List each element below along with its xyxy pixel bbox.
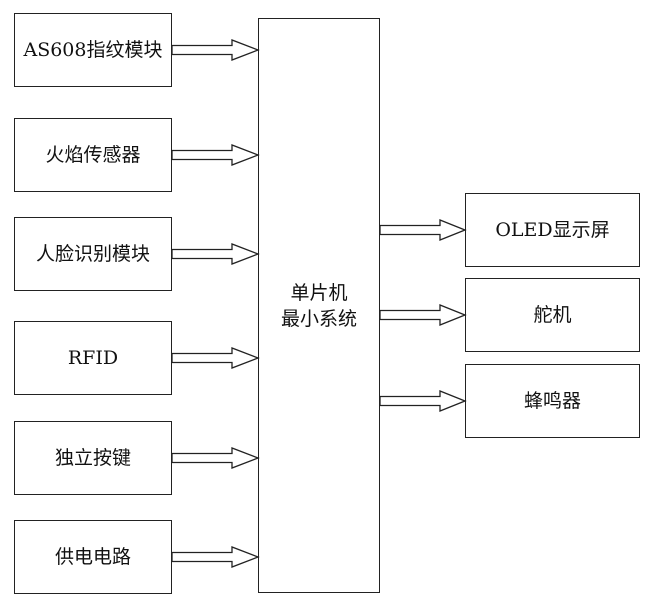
- input-label-rfid: RFID: [67, 347, 119, 369]
- input-label-face-recognition: 人脸识别模块: [35, 243, 150, 265]
- arrow-face-to-mcu: [171, 243, 260, 265]
- output-label-oled: OLED显示屏: [495, 219, 610, 241]
- output-box-oled: OLED显示屏: [465, 193, 640, 267]
- arrow-mcu-to-oled: [379, 219, 467, 241]
- mcu-label-line2: 最小系统: [280, 307, 357, 330]
- input-box-rfid: RFID: [14, 321, 172, 395]
- input-box-as608: AS608指纹模块: [14, 13, 172, 87]
- input-label-as608: AS608指纹模块: [23, 39, 163, 61]
- mcu-box: 单片机 最小系统: [258, 18, 380, 593]
- output-box-buzzer: 蜂鸣器: [465, 364, 640, 438]
- output-box-servo: 舵机: [465, 278, 640, 352]
- input-label-power: 供电电路: [54, 546, 131, 568]
- mcu-label-line1: 单片机: [290, 281, 348, 304]
- arrow-rfid-to-mcu: [171, 347, 260, 369]
- mcu-label: 单片机 最小系统: [281, 280, 357, 332]
- arrow-power-to-mcu: [171, 546, 260, 568]
- arrow-keys-to-mcu: [171, 447, 260, 469]
- output-label-servo: 舵机: [533, 304, 572, 326]
- input-box-keys: 独立按键: [14, 421, 172, 495]
- input-box-flame-sensor: 火焰传感器: [14, 118, 172, 192]
- input-label-flame-sensor: 火焰传感器: [45, 144, 141, 166]
- arrow-mcu-to-buzzer: [379, 390, 467, 412]
- arrow-mcu-to-servo: [379, 304, 467, 326]
- arrow-flame-to-mcu: [171, 144, 260, 166]
- input-box-power: 供电电路: [14, 520, 172, 594]
- input-box-face-recognition: 人脸识别模块: [14, 217, 172, 291]
- arrow-as608-to-mcu: [171, 39, 260, 61]
- output-label-buzzer: 蜂鸣器: [523, 390, 581, 412]
- input-label-keys: 独立按键: [54, 447, 131, 469]
